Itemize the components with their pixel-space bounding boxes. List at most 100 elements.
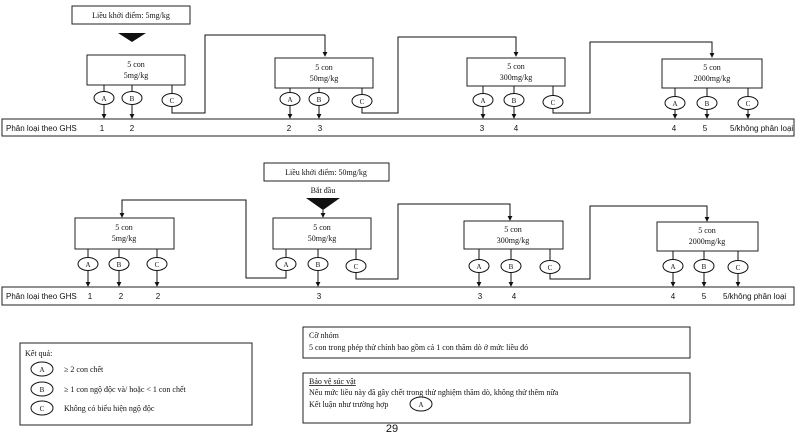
ghs-value: 1 [88, 292, 93, 301]
ghs-bar-2 [1, 286, 795, 306]
ghs-label-2: Phân loại theo GHS [6, 292, 77, 301]
step-box-1-3 [466, 57, 566, 87]
diagram-2: Liều khởi điểm: 50mg/kg Bắt đầu 5 con 5m… [1, 162, 795, 306]
note-group-size: Cỡ nhóm 5 con trong phép thử chính bao g… [302, 326, 691, 359]
legend-letter-b: B [40, 386, 45, 394]
legend-text-b: ≥ 1 con ngộ độc và/ hoặc < 1 con chết [64, 385, 187, 394]
outcome-a: A [476, 263, 481, 271]
page-number: 29 [386, 423, 398, 435]
outcome-b: B [117, 261, 122, 269]
outcome-a: A [85, 261, 90, 269]
outcome-a: A [672, 100, 677, 108]
legend-text-c: Không có biểu hiện ngộ độc [64, 404, 155, 413]
ghs-value: 1 [100, 124, 105, 133]
outcome-c: C [170, 97, 175, 105]
note-welfare-line2: Kết luận như trường hợp [309, 400, 388, 409]
step-box-2-1 [74, 217, 175, 250]
ghs-value: 2 [156, 292, 161, 301]
ghs-values-2: 1 2 2 3 3 4 4 5 5/không phân loại [88, 292, 787, 301]
outcome-a: A [283, 261, 288, 269]
step-count: 5 con [504, 225, 522, 234]
ghs-value: 2 [130, 124, 135, 133]
note-welfare-title: Bảo vệ súc vật [309, 377, 357, 386]
ghs-value: 4 [512, 292, 517, 301]
legend-letter-c: C [40, 405, 45, 413]
legend-text-a: ≥ 2 con chết [64, 365, 104, 374]
outcome-c: C [360, 98, 365, 106]
outcome-a: A [670, 263, 675, 271]
start-dose-text-1: Liều khởi điểm: 5mg/kg [92, 11, 170, 20]
step-count: 5 con [703, 63, 721, 72]
branches-2 [85, 249, 741, 287]
ghs-value: 5 [702, 292, 707, 301]
step-count: 5 con [698, 226, 716, 235]
step-count: 5 con [313, 223, 331, 232]
outcome-b: B [316, 261, 321, 269]
outcome-c: C [551, 99, 556, 107]
ghs-value: 4 [514, 124, 519, 133]
legend: Kết quả: A ≥ 2 con chết B ≥ 1 con ngộ độ… [19, 342, 253, 426]
ghs-value: 3 [478, 292, 483, 301]
start-dose-box-2 [263, 162, 390, 182]
outcome-b: B [705, 100, 710, 108]
begin-label: Bắt đầu [311, 186, 336, 195]
ghs-bar-1 [1, 118, 795, 137]
outcome-circles-2: A B C A B C A B C A B C [77, 257, 749, 274]
ghs-values-1: 1 2 2 3 3 4 4 5 5/không phân loại [100, 124, 794, 133]
outcome-a: A [480, 97, 485, 105]
step-box-1-4 [661, 58, 763, 89]
ghs-value: 2 [287, 124, 292, 133]
ghs-value: 2 [119, 292, 124, 301]
ghs-value: 5 [703, 124, 708, 133]
step-count: 5 con [507, 62, 525, 71]
ghs-label-1: Phân loại theo GHS [6, 124, 77, 133]
step-dose: 50mg/kg [308, 234, 336, 243]
ghs-value: 5/không phân loại [723, 292, 786, 301]
step-box-2-3 [463, 220, 564, 250]
start-pointer-1 [118, 33, 146, 42]
note-group-title: Cỡ nhóm [309, 331, 340, 340]
start-dose-text-2: Liều khởi điểm: 50mg/kg [285, 168, 367, 177]
outcome-b: B [317, 96, 322, 104]
connectors-2 [119, 199, 710, 280]
note-animal-welfare: Bảo vệ súc vật Nếu mức liều này đã gây c… [302, 372, 691, 424]
ghs-value: 4 [671, 292, 676, 301]
step-dose: 5mg/kg [124, 71, 148, 80]
step-dose: 300mg/kg [497, 236, 529, 245]
outcome-c: C [746, 100, 751, 108]
diagram-1: Liều khởi điểm: 5mg/kg 5 con 5mg/kg 5 co… [1, 5, 795, 137]
step-box-1-2 [274, 57, 374, 89]
outcome-b: B [702, 263, 707, 271]
ghs-value: 3 [317, 292, 322, 301]
outcome-c: C [354, 263, 359, 271]
outcome-b: B [130, 95, 135, 103]
step-box-2-4 [656, 221, 759, 252]
step-dose: 5mg/kg [112, 234, 136, 243]
start-pointer-2 [306, 198, 340, 210]
legend-title: Kết quả: [25, 349, 52, 358]
note-group-text: 5 con trong phép thử chính bao gồm cả 1 … [309, 343, 528, 352]
ghs-value: 4 [672, 124, 677, 133]
outcome-a: A [287, 96, 292, 104]
connectors-1 [171, 34, 715, 114]
note-welfare-line1: Nếu mức liều này đã gây chết trong thử n… [309, 388, 559, 397]
outcome-c: C [736, 264, 741, 272]
step-dose: 50mg/kg [310, 74, 338, 83]
step-dose: 300mg/kg [500, 73, 532, 82]
ghs-value: 5/không phân loại [730, 124, 793, 133]
step-box-1-1 [86, 54, 186, 86]
step-count: 5 con [115, 223, 133, 232]
step-dose: 2000mg/kg [689, 237, 725, 246]
start-dose-box-1 [71, 5, 191, 25]
note-welfare-letter: A [418, 401, 423, 409]
legend-letter-a: A [39, 366, 44, 374]
step-dose: 2000mg/kg [694, 74, 730, 83]
outcome-c: C [155, 261, 160, 269]
outcome-c: C [548, 264, 553, 272]
ghs-value: 3 [318, 124, 323, 133]
ghs-value: 3 [480, 124, 485, 133]
outcome-b: B [509, 263, 514, 271]
step-count: 5 con [315, 63, 333, 72]
step-count: 5 con [127, 60, 145, 69]
